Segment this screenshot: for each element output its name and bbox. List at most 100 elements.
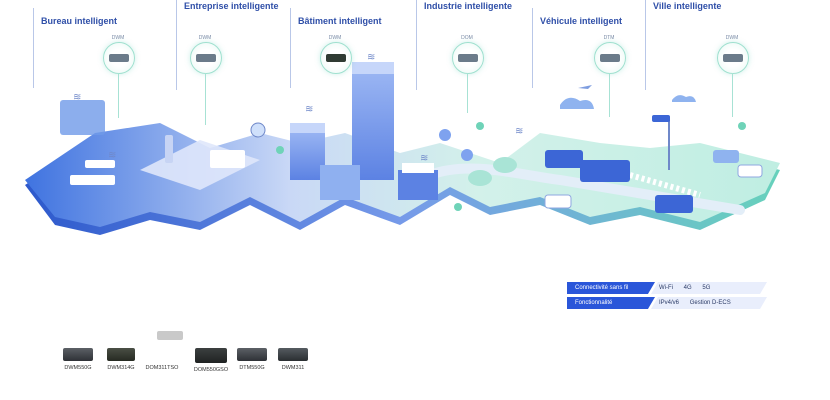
car bbox=[713, 150, 739, 163]
router-icon bbox=[109, 54, 129, 62]
street-lamp-pole bbox=[668, 120, 670, 170]
section-title: Bureau intelligent bbox=[41, 16, 118, 26]
cloud bbox=[560, 97, 594, 109]
router-icon bbox=[278, 348, 308, 361]
device-label: DWM bbox=[111, 35, 125, 41]
kiosk bbox=[165, 135, 173, 163]
product-label: DWM314G bbox=[107, 365, 135, 371]
section-title: Bâtiment intelligent bbox=[298, 16, 382, 26]
section-title: Industrie intelligente bbox=[424, 1, 513, 11]
whiteboard bbox=[60, 100, 105, 135]
wifi-icon: ≋ bbox=[305, 104, 314, 115]
product-label: DWM550G bbox=[64, 365, 92, 371]
wifi-icon: ≋ bbox=[515, 126, 524, 137]
divider-line bbox=[290, 8, 291, 88]
product-item[interactable]: DOM550GSO bbox=[186, 348, 236, 373]
bubble-stem bbox=[467, 73, 468, 113]
bubble-stem bbox=[118, 73, 119, 118]
desk bbox=[70, 175, 115, 185]
device-bubble bbox=[717, 42, 749, 74]
factory bbox=[398, 170, 438, 200]
section-smart-vehicle: Véhicule intelligent DTM bbox=[532, 0, 652, 120]
bubble-stem bbox=[732, 73, 733, 117]
section-title: Ville intelligente bbox=[653, 1, 722, 11]
car bbox=[544, 194, 572, 209]
router-icon bbox=[107, 348, 135, 361]
section-title: Entreprise intelligente bbox=[184, 1, 279, 11]
feature-values: IPv4/v6 Gestion D-ECS bbox=[651, 297, 767, 309]
router-icon bbox=[195, 348, 227, 363]
feature-value: IPv4/v6 bbox=[659, 300, 680, 306]
water-drop-icon bbox=[461, 149, 473, 161]
feature-value: 5G bbox=[702, 285, 711, 291]
wifi-icon: ≋ bbox=[420, 153, 429, 164]
device-label: DWM bbox=[328, 35, 342, 41]
tree bbox=[276, 146, 284, 154]
section-smart-office: Bureau intelligent DWM bbox=[33, 0, 163, 120]
car bbox=[737, 164, 763, 178]
device-label: DOM bbox=[461, 35, 473, 41]
tank bbox=[468, 170, 492, 186]
tree bbox=[476, 122, 484, 130]
street-lamp-head bbox=[652, 115, 670, 122]
section-title: Véhicule intelligent bbox=[540, 16, 623, 26]
chip-icon bbox=[439, 129, 451, 141]
section-smart-industry: Industrie intelligente DOM bbox=[416, 0, 536, 120]
wifi-icon: ≋ bbox=[108, 150, 117, 161]
product-label: DOM550GSO bbox=[193, 367, 229, 373]
device-label: DWM bbox=[198, 35, 212, 41]
device-bubble bbox=[190, 42, 222, 74]
divider-line bbox=[33, 8, 34, 88]
security-badge bbox=[250, 122, 266, 138]
wifi-icon: ≋ bbox=[73, 92, 82, 103]
isometric-landscape bbox=[25, 62, 780, 235]
feature-values: Wi-Fi 4G 5G bbox=[651, 282, 767, 294]
bubble-stem bbox=[205, 73, 206, 125]
reception-desk bbox=[210, 150, 245, 168]
product-label: DWM311 bbox=[281, 365, 305, 371]
product-label: DTM550G bbox=[239, 365, 265, 371]
redacted-chip bbox=[157, 331, 183, 340]
feature-row-wireless: Connectivité sans fil Wi-Fi 4G 5G bbox=[567, 282, 777, 294]
feature-label: Fonctionnalité bbox=[567, 297, 655, 309]
building-tower bbox=[352, 70, 394, 180]
wifi-icon: ≋ bbox=[367, 52, 376, 63]
divider-line bbox=[416, 0, 417, 90]
router-icon bbox=[196, 54, 216, 62]
crosswalk bbox=[629, 172, 701, 198]
building-tower-roof bbox=[352, 62, 394, 74]
feature-row-function: Fonctionnalité IPv4/v6 Gestion D-ECS bbox=[567, 297, 777, 309]
product-label: DOM311TSO bbox=[145, 365, 179, 371]
van bbox=[655, 195, 693, 213]
device-bubble bbox=[594, 42, 626, 74]
building-small bbox=[290, 130, 325, 180]
feature-value: Wi-Fi bbox=[659, 285, 673, 291]
divider-line bbox=[645, 0, 646, 90]
product-item[interactable]: DWM550G bbox=[53, 348, 103, 371]
product-item[interactable]: DTM550G bbox=[227, 348, 277, 371]
bubble-stem bbox=[609, 73, 610, 117]
section-smart-enterprise: Entreprise intelligente DWM bbox=[176, 0, 296, 125]
device-bubble bbox=[452, 42, 484, 74]
product-item[interactable]: DWM311 bbox=[268, 348, 318, 371]
router-icon bbox=[326, 54, 346, 62]
divider-line bbox=[176, 0, 177, 90]
product-item[interactable]: DOM311TSO bbox=[137, 348, 187, 371]
feature-value: Gestion D-ECS bbox=[689, 300, 731, 306]
section-smart-building: Bâtiment intelligent DWM bbox=[290, 0, 415, 120]
router-icon bbox=[63, 348, 93, 361]
building-small-roof bbox=[290, 123, 325, 133]
tank bbox=[493, 157, 517, 173]
airplane bbox=[578, 85, 592, 89]
truck bbox=[545, 150, 583, 168]
divider-line bbox=[532, 8, 533, 88]
device-label: DWM bbox=[725, 35, 739, 41]
router-icon bbox=[723, 54, 743, 62]
product-item[interactable]: DWM314G bbox=[96, 348, 146, 371]
cloud bbox=[672, 95, 696, 102]
building-shop bbox=[320, 165, 360, 200]
factory-panel bbox=[402, 163, 434, 173]
feature-value: 4G bbox=[683, 285, 692, 291]
device-bubble bbox=[103, 42, 135, 74]
